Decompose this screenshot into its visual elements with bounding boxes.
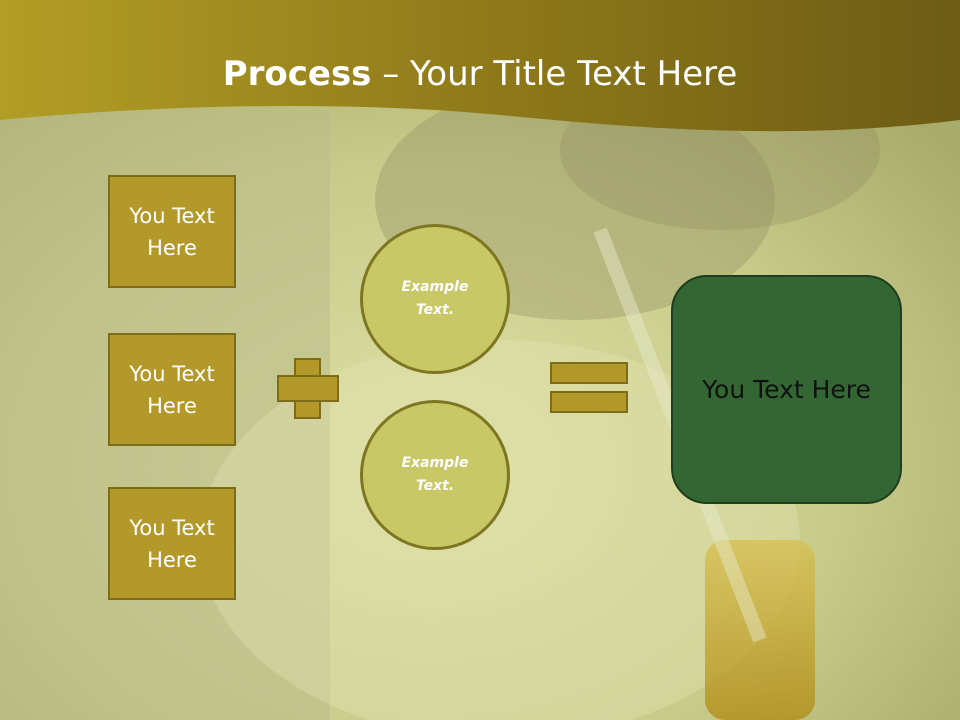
- text-box-2: You Text Here: [108, 333, 236, 446]
- text-box-1: You Text Here: [108, 175, 236, 288]
- equals-top-bar: [550, 362, 628, 384]
- title-rest: – Your Title Text Here: [371, 54, 738, 94]
- equals-bottom-bar: [550, 391, 628, 413]
- example-circle-2: Example Text.: [360, 400, 510, 550]
- slide-title: Process – Your Title Text Here: [0, 52, 960, 96]
- title-bold: Process: [222, 54, 372, 94]
- text-box-3: You Text Here: [108, 487, 236, 600]
- plus-center: [296, 377, 319, 400]
- result-box: You Text Here: [671, 275, 902, 504]
- example-circle-1: Example Text.: [360, 224, 510, 374]
